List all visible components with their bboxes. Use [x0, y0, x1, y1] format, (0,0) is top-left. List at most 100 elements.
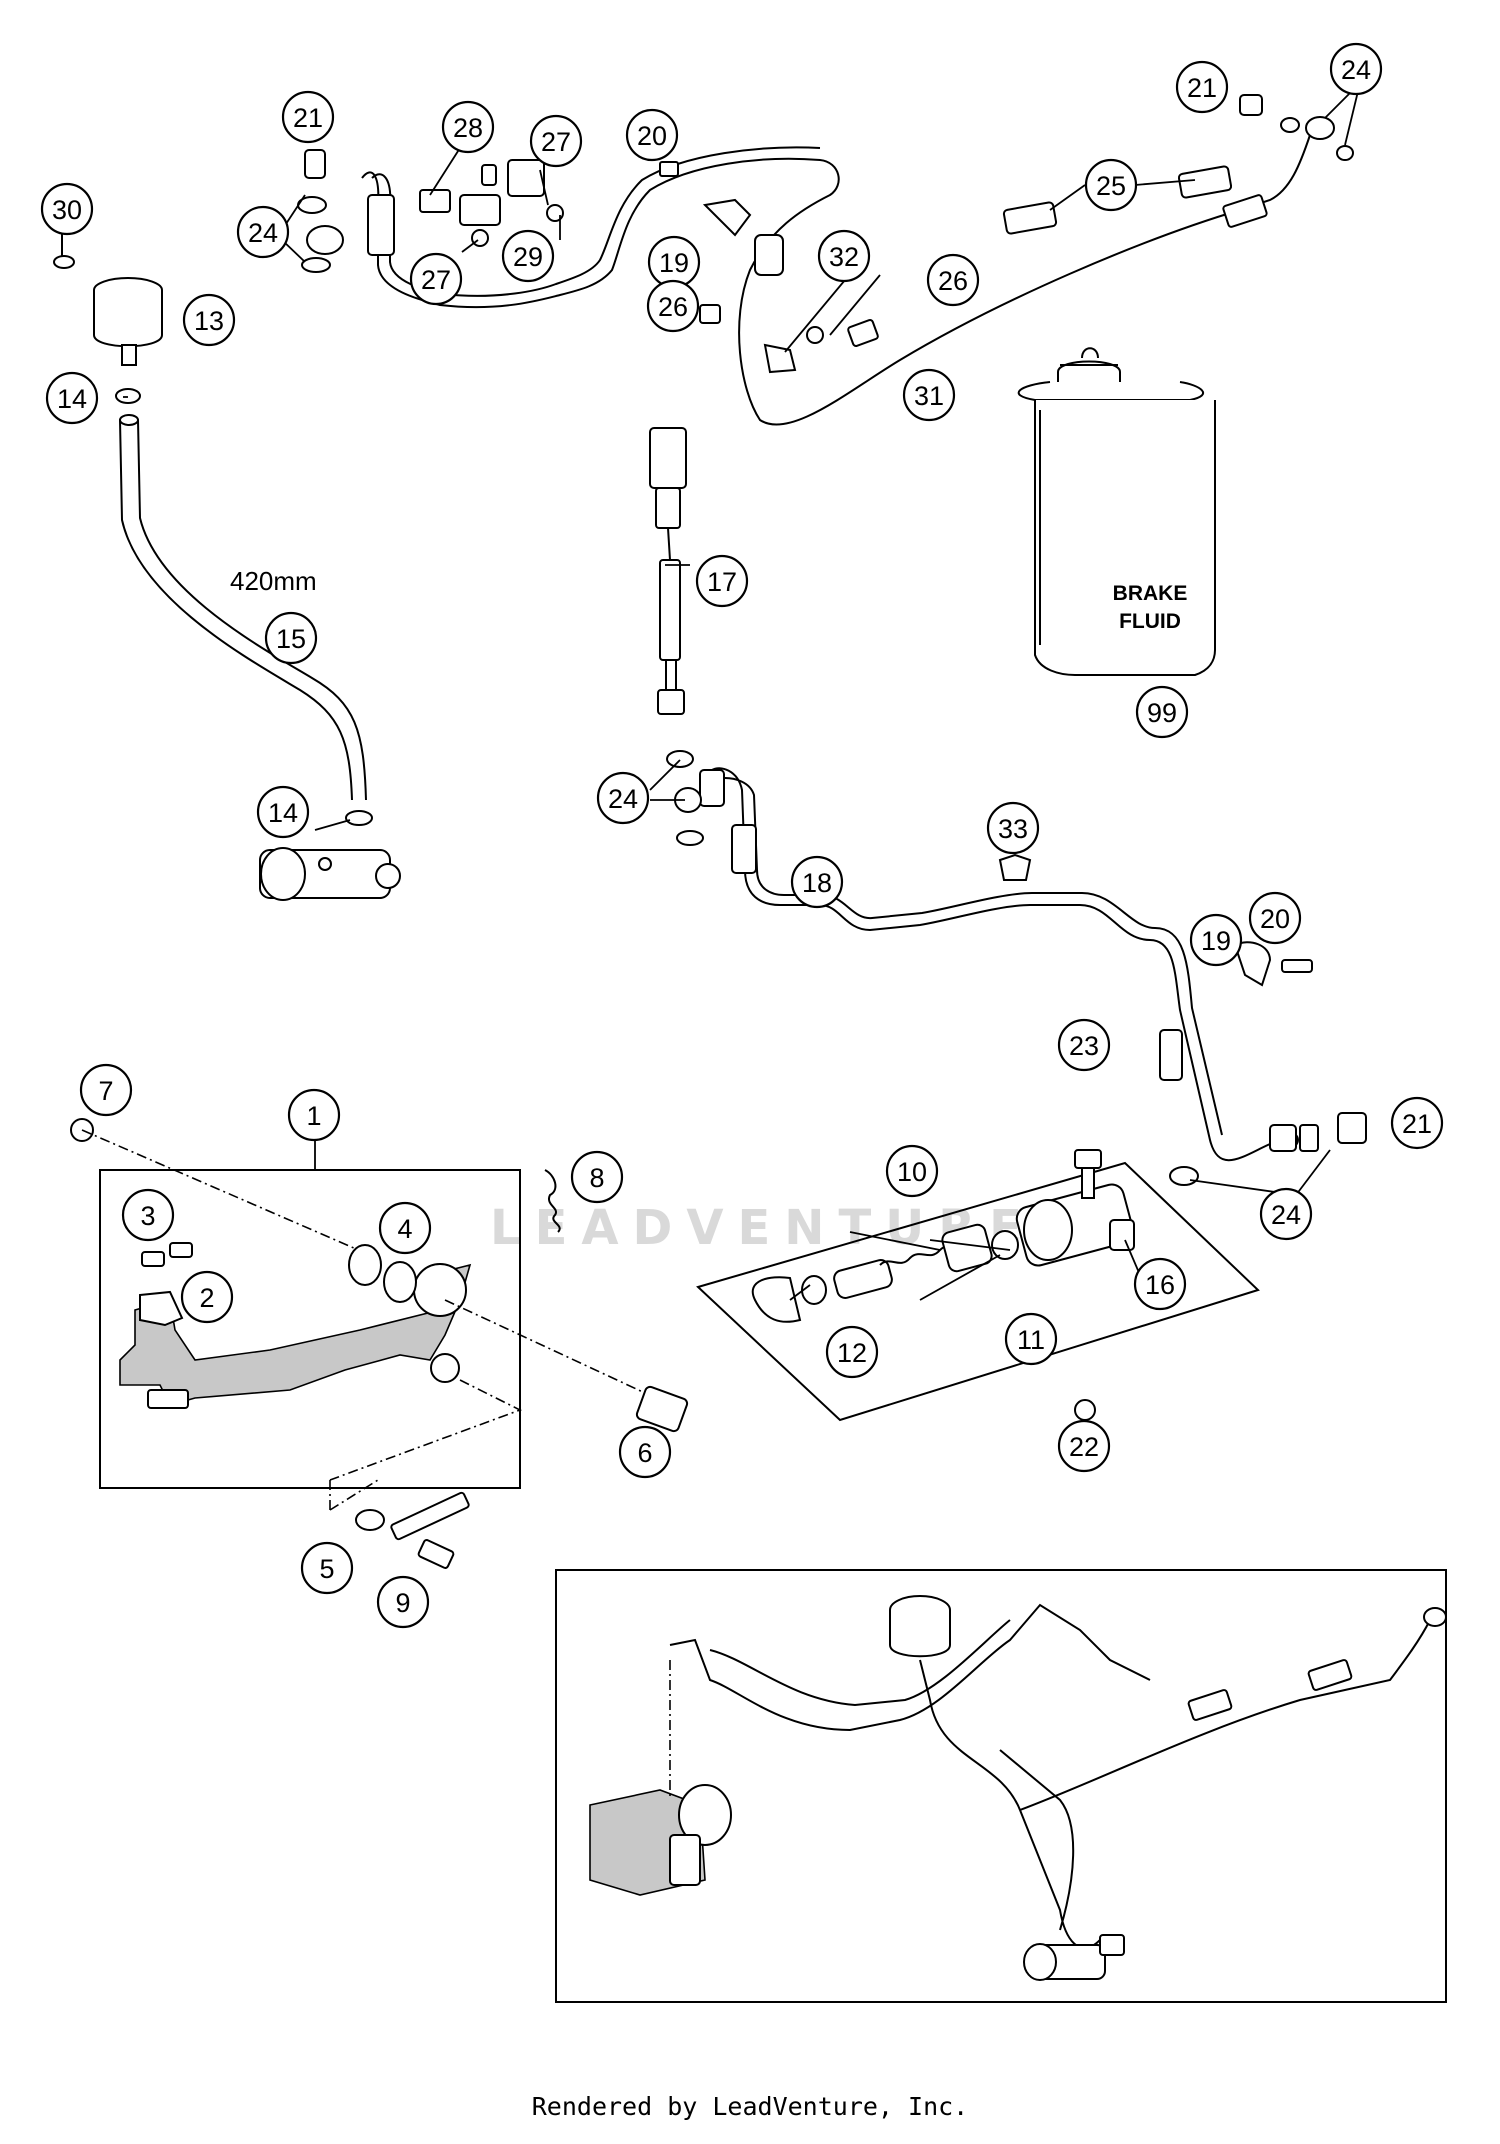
callout-number: 4: [397, 1214, 412, 1244]
callout-number: 10: [897, 1157, 927, 1187]
callout-16: 16: [1133, 1257, 1187, 1311]
brake-fluid-can: BRAKE FLUID: [1017, 347, 1216, 676]
callout-29: 29: [501, 229, 555, 283]
hose-length-label: 420mm: [230, 566, 317, 596]
callout-number: 17: [707, 567, 737, 597]
callout-27: 27: [409, 252, 463, 306]
callout-number: 30: [52, 195, 82, 225]
can-label-brake: BRAKE: [1113, 582, 1188, 605]
callout-number: 5: [319, 1554, 334, 1584]
callout-number: 14: [268, 798, 298, 828]
callout-18: 18: [790, 855, 844, 909]
callout-number: 1: [306, 1101, 321, 1131]
callout-number: 27: [421, 265, 451, 295]
callout-number: 21: [293, 103, 323, 133]
callout-25: 25: [1084, 158, 1138, 212]
callout-2: 2: [180, 1270, 234, 1324]
watermark: LEADVENTURE: [490, 1200, 1036, 1256]
callout-14: 14: [256, 785, 310, 839]
callout-28: 28: [441, 100, 495, 154]
callout-32: 32: [817, 229, 871, 283]
callout-21: 21: [1175, 60, 1229, 114]
callout-13: 13: [182, 293, 236, 347]
callout-number: 2: [199, 1283, 214, 1313]
callout-20: 20: [625, 108, 679, 162]
callout-number: 12: [837, 1338, 867, 1368]
callout-33: 33: [986, 801, 1040, 855]
callout-1: 1: [287, 1088, 341, 1142]
callout-24: 24: [596, 771, 650, 825]
callout-27: 27: [529, 114, 583, 168]
callout-14: 14: [45, 371, 99, 425]
callout-4: 4: [378, 1201, 432, 1255]
pedal-assembly: [70, 1118, 689, 1569]
footer-credit: Rendered by LeadVenture, Inc.: [531, 2092, 969, 2121]
callout-26: 26: [646, 279, 700, 333]
callout-22: 22: [1057, 1419, 1111, 1473]
callout-6: 6: [618, 1425, 672, 1479]
callout-number: 24: [608, 784, 638, 814]
callout-30: 30: [40, 182, 94, 236]
callout-12: 12: [825, 1325, 879, 1379]
callout-number: 24: [248, 218, 278, 248]
callout-number: 19: [1201, 926, 1231, 956]
callout-3: 3: [121, 1188, 175, 1242]
callout-number: 28: [453, 113, 483, 143]
callout-number: 20: [1260, 904, 1290, 934]
callout-number: 15: [276, 624, 306, 654]
callout-number: 27: [541, 127, 571, 157]
callout-21: 21: [1390, 1096, 1444, 1150]
callout-number: 7: [98, 1076, 113, 1106]
callout-number: 20: [637, 121, 667, 151]
callout-number: 9: [395, 1588, 410, 1618]
callout-number: 99: [1147, 698, 1177, 728]
callout-number: 13: [194, 306, 224, 336]
callout-number: 3: [140, 1201, 155, 1231]
callout-17: 17: [695, 554, 749, 608]
callout-23: 23: [1057, 1018, 1111, 1072]
callout-19: 19: [647, 235, 701, 289]
callout-number: 24: [1271, 1200, 1301, 1230]
callout-8: 8: [570, 1150, 624, 1204]
reservoir-assembly: [53, 208, 401, 901]
callout-number: 33: [998, 814, 1028, 844]
callout-31: 31: [902, 368, 956, 422]
front-brake-line: [297, 94, 1354, 426]
callout-number: 19: [659, 248, 689, 278]
callout-21: 21: [281, 90, 335, 144]
callout-number: 25: [1096, 171, 1126, 201]
callout-number: 24: [1341, 55, 1371, 85]
callout-10: 10: [885, 1144, 939, 1198]
callout-11: 11: [1004, 1312, 1058, 1366]
callout-number: 26: [658, 292, 688, 322]
callout-number: 14: [57, 384, 87, 414]
callout-number: 31: [914, 381, 944, 411]
master-cylinder-kit: [696, 1149, 1260, 1422]
can-label-fluid: FLUID: [1119, 610, 1181, 633]
callout-number: 16: [1145, 1270, 1175, 1300]
callout-20: 20: [1248, 891, 1302, 945]
callout-number: 6: [637, 1438, 652, 1468]
callout-number: 32: [829, 242, 859, 272]
callout-7: 7: [79, 1063, 133, 1117]
callout-19: 19: [1189, 913, 1243, 967]
brake-switch-sensor: [649, 427, 687, 715]
callout-number: 18: [802, 868, 832, 898]
callout-9: 9: [376, 1575, 430, 1629]
callout-number: 21: [1402, 1109, 1432, 1139]
callout-number: 21: [1187, 73, 1217, 103]
callout-24: 24: [1259, 1187, 1313, 1241]
overview-inset: [555, 1569, 1447, 2003]
rear-brake-line: [666, 750, 1367, 1186]
callout-number: 29: [513, 242, 543, 272]
callout-15: 15: [264, 611, 318, 665]
callout-24: 24: [1329, 42, 1383, 96]
callout-number: 22: [1069, 1432, 1099, 1462]
callout-number: 8: [589, 1163, 604, 1193]
callout-5: 5: [300, 1541, 354, 1595]
callout-number: 23: [1069, 1031, 1099, 1061]
callout-99: 99: [1135, 685, 1189, 739]
callout-26: 26: [926, 253, 980, 307]
